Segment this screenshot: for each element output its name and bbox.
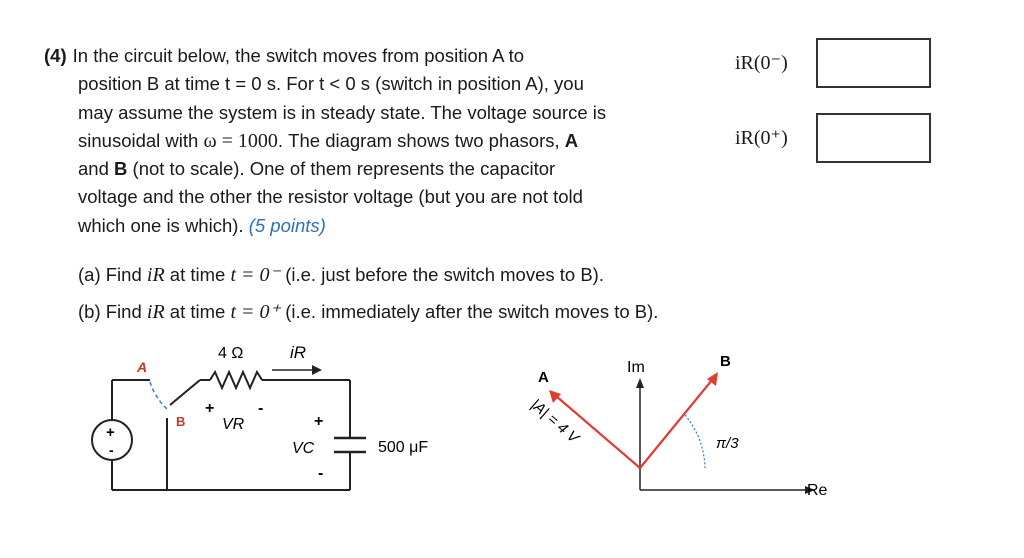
problem-line-7: which one is which). (5 points) bbox=[44, 212, 714, 240]
problem-line-1: In the circuit below, the switch moves f… bbox=[72, 45, 525, 66]
problem-line-5: and B (not to scale). One of them repres… bbox=[44, 155, 714, 183]
vr-plus: + bbox=[205, 400, 214, 417]
switch-arc-icon bbox=[149, 381, 169, 411]
im-axis-label: Im bbox=[627, 359, 645, 376]
im-axis-arrow-icon bbox=[636, 378, 644, 388]
phasor-b-arrow-icon bbox=[707, 372, 718, 386]
question-b-post: (i.e. immediately after the switch moves… bbox=[280, 301, 659, 322]
answer-box-a[interactable] bbox=[816, 38, 931, 88]
phasor-a-arrow-icon bbox=[549, 390, 561, 403]
angle-label: π/3 bbox=[716, 435, 739, 452]
resistor-label: 4 Ω bbox=[218, 345, 243, 362]
answer-label-a: iR(0⁻) bbox=[735, 52, 788, 74]
phasor-a-label: A bbox=[538, 369, 549, 386]
question-a-post: (i.e. just before the switch moves to B)… bbox=[280, 264, 604, 285]
question-b: (b) Find iR at time t = 0⁺ (i.e. immedia… bbox=[78, 299, 658, 324]
source-minus: - bbox=[109, 442, 114, 458]
re-axis-label: Re bbox=[807, 482, 828, 499]
answer-box-b[interactable] bbox=[816, 113, 931, 163]
vr-minus: - bbox=[258, 400, 263, 417]
omega-equation: ω = 1000 bbox=[203, 129, 278, 152]
switch-b-label: B bbox=[176, 414, 185, 429]
points-label: (5 points) bbox=[248, 214, 326, 236]
question-b-pre: (b) Find bbox=[78, 301, 147, 322]
capacitor-label: 500 μF bbox=[378, 439, 428, 456]
question-b-mid: at time bbox=[164, 301, 231, 322]
question-a: (a) Find iR at time t = 0⁻ (i.e. just be… bbox=[78, 262, 604, 287]
line4-post: . The diagram shows two phasors, bbox=[277, 129, 565, 151]
question-b-eq: t = 0⁺ bbox=[230, 301, 281, 323]
angle-arc-icon bbox=[684, 414, 706, 469]
line4-pre: sinusoidal with bbox=[78, 129, 204, 151]
vc-minus: - bbox=[318, 465, 323, 482]
question-a-var: iR bbox=[146, 264, 165, 286]
problem-number: (4) bbox=[44, 45, 67, 66]
problem-line-3: may assume the system is in steady state… bbox=[78, 101, 607, 123]
re-axis-arrow-icon bbox=[805, 486, 815, 494]
phasor-b-label: B bbox=[720, 353, 731, 370]
problem-line-2: position B at time t = 0 s. For t < 0 s … bbox=[78, 73, 584, 95]
line5-rest: (not to scale). One of them represents t… bbox=[127, 158, 556, 180]
problem-statement: (4)In the circuit below, the switch move… bbox=[44, 42, 714, 240]
circuit-diagram: 4 Ω iR A B + VR - + VC - 500 μF + - bbox=[91, 343, 428, 491]
phasor-b-ref: B bbox=[114, 158, 128, 180]
problem-line-6: voltage and the other the resistor volta… bbox=[78, 186, 583, 208]
line7-text: which one is which). bbox=[78, 214, 249, 236]
phasor-diagram: Im Re A B |A| = 4 V π/3 bbox=[527, 353, 828, 499]
switch-a-label: A bbox=[136, 359, 147, 375]
phasor-a-ref: A bbox=[564, 129, 579, 151]
resistor-icon bbox=[209, 369, 263, 391]
question-a-eq: t = 0⁻ bbox=[230, 264, 281, 286]
answer-label-b: iR(0⁺) bbox=[735, 127, 788, 149]
line5-and: and bbox=[78, 158, 115, 180]
vc-label: VC bbox=[292, 440, 315, 457]
phasor-a-magnitude: |A| = 4 V bbox=[527, 396, 583, 448]
current-label: iR bbox=[290, 343, 306, 362]
source-plus: + bbox=[106, 424, 115, 441]
vr-label: VR bbox=[222, 416, 245, 433]
question-a-pre: (a) Find bbox=[78, 264, 147, 285]
vc-plus: + bbox=[314, 413, 323, 430]
current-arrow-icon bbox=[312, 365, 322, 375]
question-a-mid: at time bbox=[164, 264, 231, 285]
problem-line-4: sinusoidal with ω = 1000. The diagram sh… bbox=[44, 127, 714, 155]
question-b-var: iR bbox=[146, 301, 165, 323]
